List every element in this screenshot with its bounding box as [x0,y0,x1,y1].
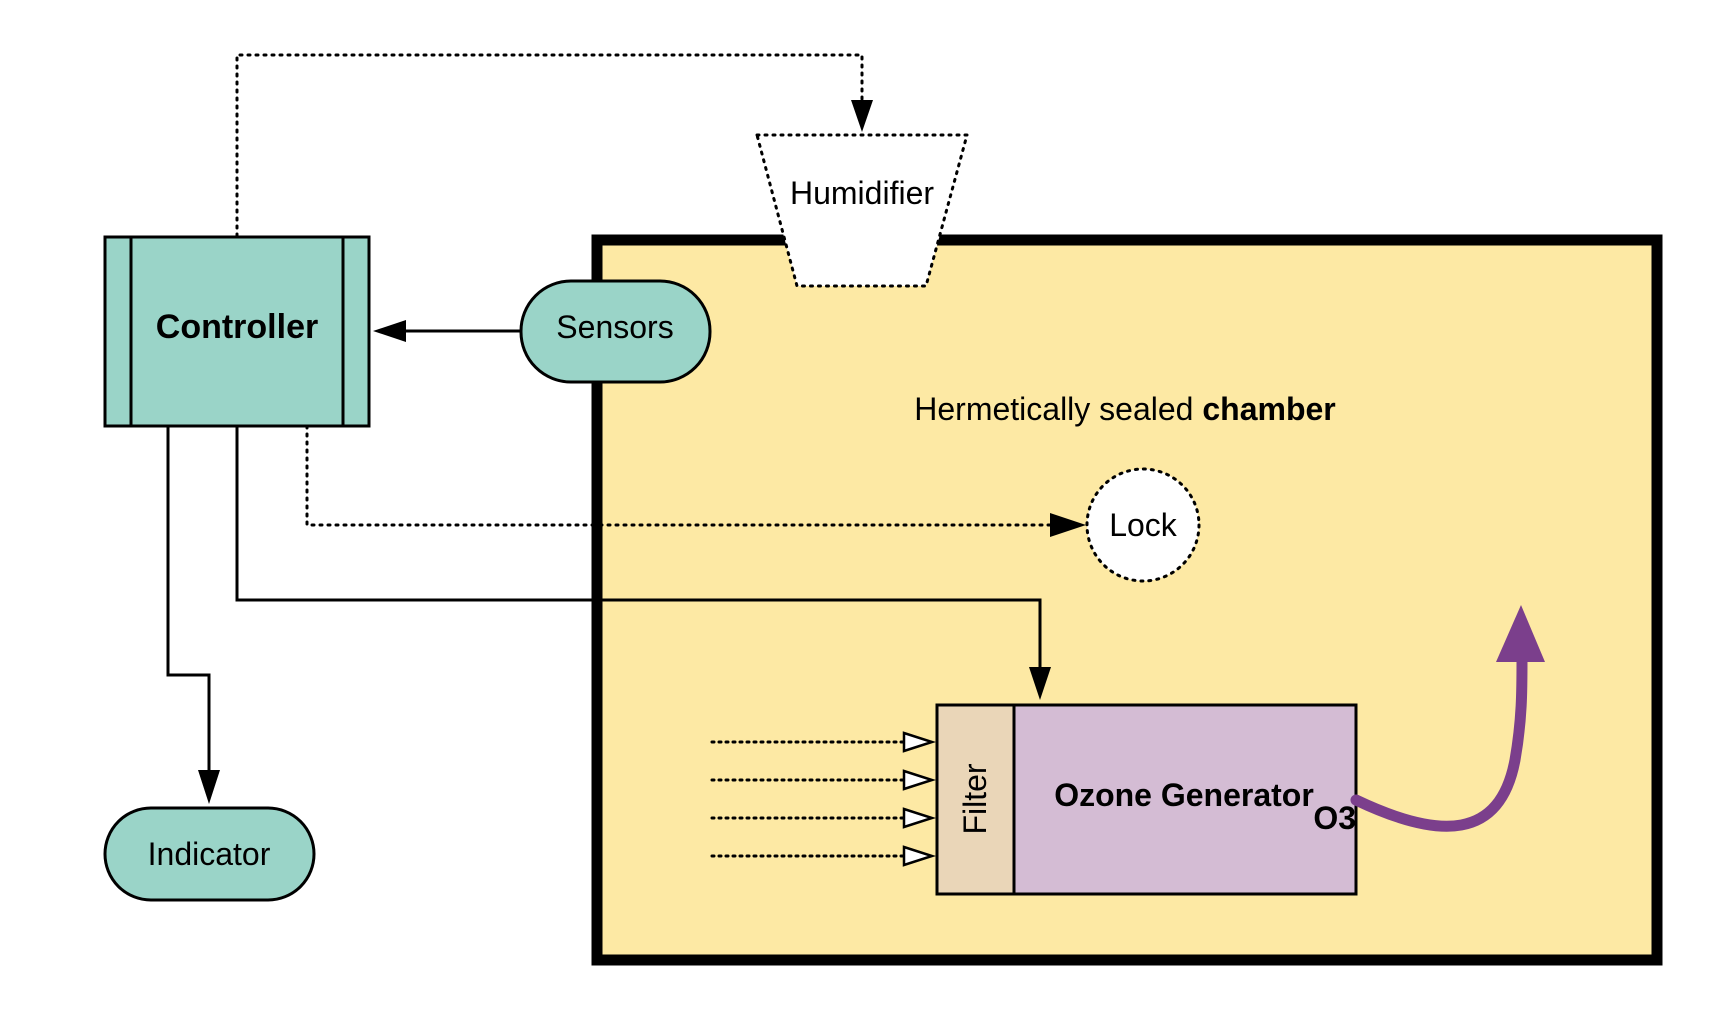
sensors-label: Sensors [556,309,673,345]
humidifier-label: Humidifier [790,175,934,211]
humidifier-shape [755,133,969,288]
controller-to-humidifier-connector [235,53,864,238]
air-inflow-arrowhead [902,731,937,753]
ozone-output-label: O3 [1313,800,1356,836]
generator-arrowhead [1029,667,1051,700]
filter-label: Filter [957,763,993,834]
indicator-label: Indicator [148,836,271,872]
air-inflow-arrowhead [902,769,937,791]
lock-arrowhead [1050,513,1086,537]
air-inflow-arrows [710,731,937,867]
humidifier-arrowhead [851,100,873,132]
chamber-label-regular: Hermetically sealed [914,391,1202,427]
controller-label: Controller [156,308,318,346]
controller-to-indicator-connector [166,426,211,775]
indicator-arrowhead [198,770,220,804]
indicator-box[interactable] [103,806,316,902]
controller-arrowhead [373,320,406,342]
controller-to-lock-connector [305,424,1054,527]
ozone-output-arrow [1350,654,1528,832]
ozone-output-arrowhead [1496,605,1545,662]
ozone-generator-label: Ozone Generator [1054,777,1314,813]
controller-to-generator-connector [235,426,1042,672]
controller-box[interactable] [103,235,371,428]
air-inflow-arrowhead [902,845,937,867]
lock-label: Lock [1109,507,1178,543]
air-inflow-arrowhead [902,807,937,829]
chamber-label-bold: chamber [1202,391,1335,427]
lock-circle[interactable] [1085,467,1201,583]
ozone-generator-box[interactable] [1012,703,1358,896]
chamber-label: Hermetically sealed chamber [914,391,1336,427]
